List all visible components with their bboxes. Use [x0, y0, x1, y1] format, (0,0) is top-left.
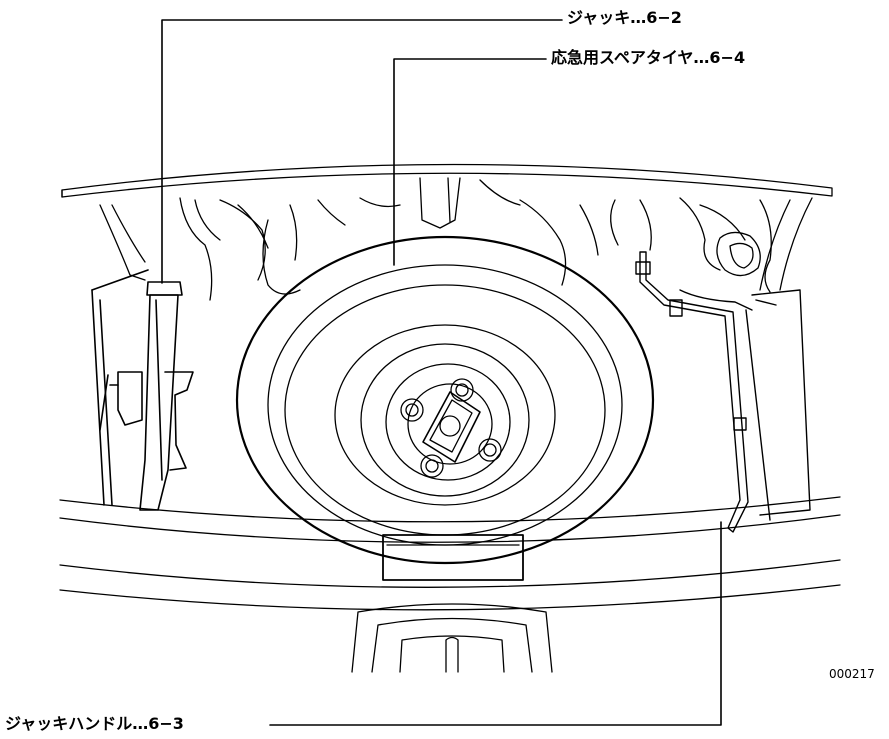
spare-tire-leader-line — [393, 58, 547, 266]
rear-latch — [351, 603, 553, 673]
trunk-inner-walls — [99, 177, 813, 301]
jack-callout-label: ジャッキ…6−2 — [567, 8, 682, 27]
figure-code: 000217 — [829, 667, 875, 681]
spare-tire-drawing — [235, 235, 655, 565]
jack-drawing — [91, 269, 194, 511]
trunk-top-rim — [61, 163, 833, 198]
rear-sill — [59, 496, 841, 611]
jack-handle-drawing — [635, 251, 811, 533]
jack-handle-callout-label: ジャッキハンドル…6−3 — [5, 714, 184, 733]
jack-handle-leader-line — [269, 521, 722, 726]
leader-lines — [161, 19, 722, 726]
jack-leader-line — [161, 19, 563, 284]
wheel-well-shapes — [262, 219, 761, 295]
spare-tire-callout-label: 応急用スペアタイヤ…6−4 — [551, 48, 746, 67]
